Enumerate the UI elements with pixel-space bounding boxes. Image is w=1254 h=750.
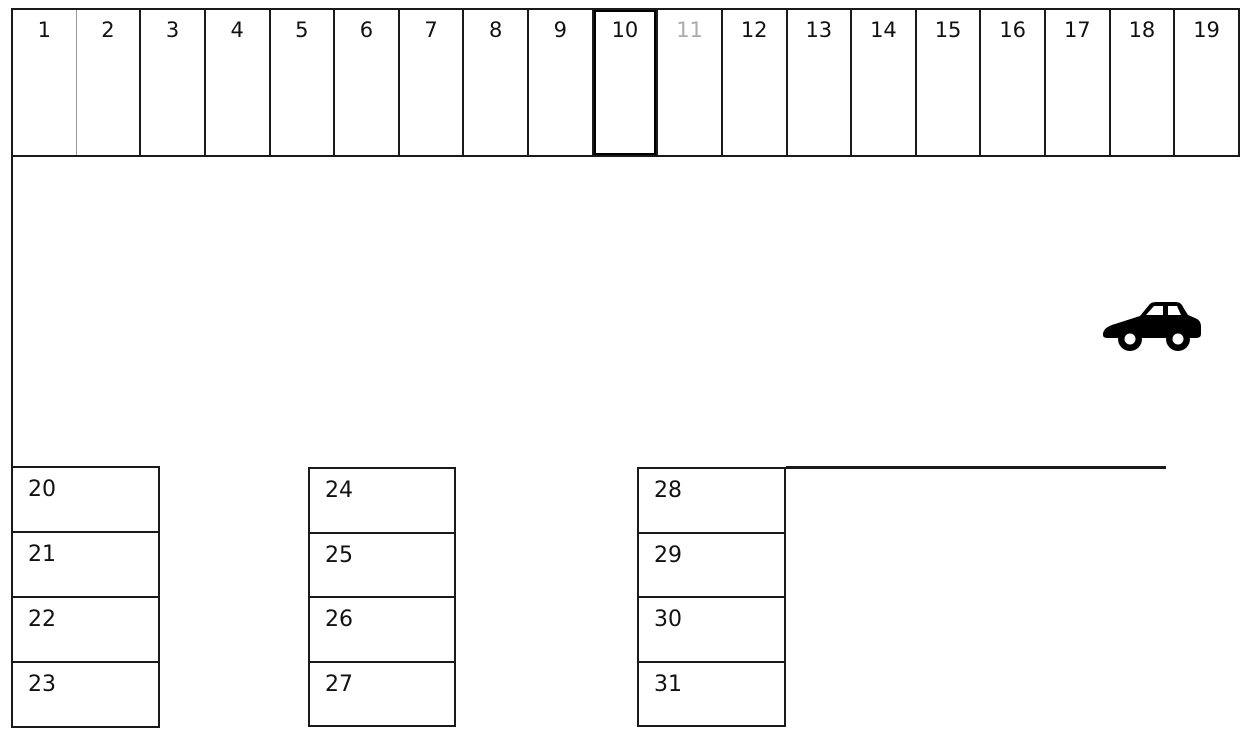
parking-space-14[interactable]: 14 xyxy=(852,10,917,155)
space-label: 20 xyxy=(28,477,56,502)
parking-space-5[interactable]: 5 xyxy=(271,10,336,155)
space-label: 11 xyxy=(676,18,703,42)
space-label: 26 xyxy=(325,607,353,632)
space-label: 17 xyxy=(1063,18,1091,42)
parking-space-25[interactable]: 25 xyxy=(310,534,454,598)
parking-space-15[interactable]: 15 xyxy=(917,10,982,155)
space-label: 27 xyxy=(325,671,353,697)
space-label: 6 xyxy=(359,18,374,42)
group-spaces-24-27: 24 25 26 27 xyxy=(308,467,456,727)
space-label: 23 xyxy=(28,672,56,697)
space-label: 30 xyxy=(654,607,682,632)
parking-space-29[interactable]: 29 xyxy=(639,534,784,598)
parking-space-19[interactable]: 19 xyxy=(1175,10,1238,155)
parking-space-23[interactable]: 23 xyxy=(13,663,158,726)
space-label: 19 xyxy=(1193,18,1220,42)
space-label: 12 xyxy=(740,18,768,42)
parking-space-28[interactable]: 28 xyxy=(639,469,784,534)
parking-space-30[interactable]: 30 xyxy=(639,598,784,663)
parking-space-17[interactable]: 17 xyxy=(1046,10,1111,155)
space-label: 9 xyxy=(553,18,567,42)
parking-space-22[interactable]: 22 xyxy=(13,598,158,663)
space-label: 3 xyxy=(165,18,180,42)
parking-space-10-selected[interactable]: 10 xyxy=(594,10,659,155)
parking-space-31[interactable]: 31 xyxy=(639,663,784,726)
parking-space-13[interactable]: 13 xyxy=(788,10,853,155)
space-label: 4 xyxy=(230,18,244,42)
parking-space-11[interactable]: 11 xyxy=(658,10,723,155)
space-label: 29 xyxy=(654,542,682,568)
space-label: 21 xyxy=(28,542,56,567)
parking-space-3[interactable]: 3 xyxy=(141,10,206,155)
space-label: 7 xyxy=(424,18,438,42)
space-label: 13 xyxy=(805,18,833,42)
parking-space-6[interactable]: 6 xyxy=(335,10,400,155)
car-icon xyxy=(1103,302,1201,351)
space-label: 1 xyxy=(37,18,51,42)
group-spaces-28-31: 28 29 30 31 xyxy=(637,467,786,727)
parking-space-27[interactable]: 27 xyxy=(310,663,454,726)
top-row-spaces: 1 2 3 4 5 6 7 8 9 10 11 12 13 14 15 16 1… xyxy=(11,8,1240,157)
parking-space-8[interactable]: 8 xyxy=(464,10,529,155)
parking-space-2[interactable]: 2 xyxy=(77,10,142,155)
space-label: 28 xyxy=(654,478,682,503)
space-label: 24 xyxy=(325,478,353,503)
parking-space-9[interactable]: 9 xyxy=(529,10,594,155)
right-boundary-line xyxy=(786,466,1166,469)
space-label: 18 xyxy=(1128,18,1156,42)
parking-space-16[interactable]: 16 xyxy=(981,10,1046,155)
space-label: 5 xyxy=(295,18,309,42)
space-label: 14 xyxy=(870,18,897,42)
space-label: 2 xyxy=(101,18,115,42)
parking-space-4[interactable]: 4 xyxy=(206,10,271,155)
left-boundary-line xyxy=(11,157,13,468)
space-label: 15 xyxy=(934,18,962,42)
parking-space-26[interactable]: 26 xyxy=(310,598,454,663)
space-label: 22 xyxy=(28,607,56,632)
space-label: 31 xyxy=(654,671,682,697)
parking-space-20[interactable]: 20 xyxy=(13,468,158,533)
space-label: 16 xyxy=(999,18,1027,42)
parking-space-12[interactable]: 12 xyxy=(723,10,788,155)
parking-space-21[interactable]: 21 xyxy=(13,533,158,598)
parking-space-7[interactable]: 7 xyxy=(400,10,465,155)
parking-space-1[interactable]: 1 xyxy=(13,10,77,155)
group-spaces-20-23: 20 21 22 23 xyxy=(11,466,160,728)
space-label: 25 xyxy=(325,542,353,568)
space-label: 10 xyxy=(611,18,639,42)
parking-space-24[interactable]: 24 xyxy=(310,469,454,534)
parking-space-18[interactable]: 18 xyxy=(1111,10,1176,155)
space-label: 8 xyxy=(489,18,503,42)
